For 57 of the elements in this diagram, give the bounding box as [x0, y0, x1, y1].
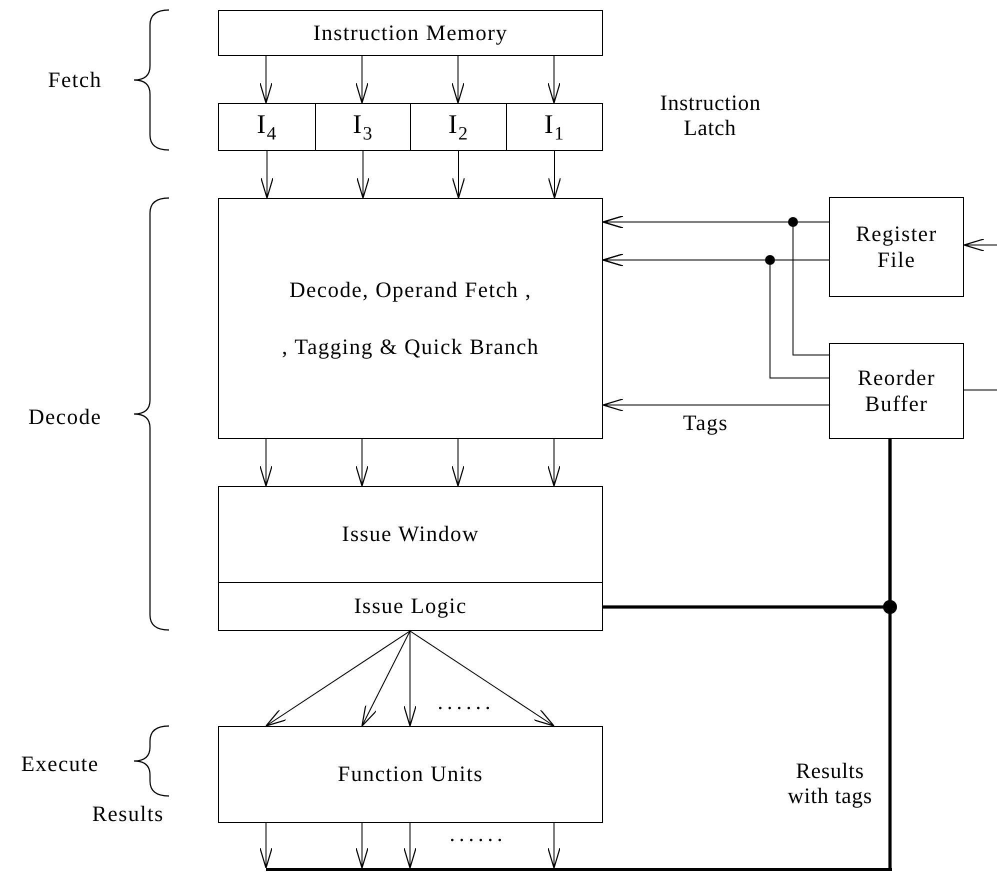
- arrow: [547, 56, 561, 104]
- box-label: I$_{3}$: [352, 108, 374, 146]
- arrow: [259, 438, 273, 487]
- ellipsis: ......: [448, 820, 508, 848]
- latch-cell: [218, 103, 316, 151]
- memory-box: [218, 10, 603, 56]
- box-label: Instruction Memory: [313, 20, 508, 46]
- arrow: [260, 150, 274, 199]
- box-label: Issue Window: [342, 521, 480, 548]
- arrow: [355, 822, 369, 869]
- box-label: Function Units: [338, 761, 484, 788]
- arrow: [403, 630, 417, 727]
- arrow: [452, 150, 466, 199]
- function-units-box: [218, 726, 603, 823]
- arrow: [602, 398, 830, 412]
- arrow: [355, 438, 369, 487]
- latch-cell: [410, 103, 507, 151]
- arrow: [548, 150, 562, 199]
- register-file-box: [829, 197, 964, 297]
- arrow: [602, 253, 830, 378]
- arrow: [451, 438, 465, 487]
- arrow: [355, 56, 369, 104]
- arrow: [547, 438, 561, 487]
- latch-cell: [315, 103, 411, 151]
- stage-label: Execute: [20, 750, 100, 778]
- arrow: [361, 630, 410, 727]
- stage-label: Decode: [27, 403, 103, 431]
- reorder-buffer-box: [829, 343, 964, 439]
- decode-box: [218, 198, 603, 439]
- arrow: [403, 822, 417, 869]
- issue-logic-box: [218, 582, 603, 631]
- arrow: [547, 822, 561, 869]
- box-label: I$_{2}$: [448, 108, 469, 146]
- arrow: [259, 56, 273, 104]
- results-label: Results with tags: [786, 758, 874, 809]
- box-label: Issue Logic: [354, 593, 468, 620]
- ellipsis: ......: [436, 688, 496, 716]
- connector-line: [603, 439, 892, 609]
- arrow: [410, 630, 555, 727]
- arrow: [265, 630, 410, 727]
- latch-label: Instruction Latch: [660, 90, 760, 141]
- box-label: Decode, Operand Fetch ,: [289, 277, 532, 304]
- arrow: [356, 150, 370, 199]
- latch-cell: [506, 103, 603, 151]
- box-label: Register File: [854, 220, 938, 274]
- results-label: Results: [91, 800, 165, 828]
- results-bus: [266, 868, 892, 871]
- issue-window-box: [218, 486, 603, 583]
- box-label: I$_{1}$: [544, 108, 565, 146]
- arrow: [451, 56, 465, 104]
- box-label: I$_{4}$: [256, 108, 278, 146]
- box-label: Reorder Buffer: [856, 364, 936, 418]
- stage-label: Fetch: [47, 66, 103, 94]
- arrow: [602, 215, 830, 356]
- box-label: , Tagging & Quick Branch: [282, 334, 540, 360]
- arrow: [963, 238, 997, 252]
- arrow: [259, 822, 273, 869]
